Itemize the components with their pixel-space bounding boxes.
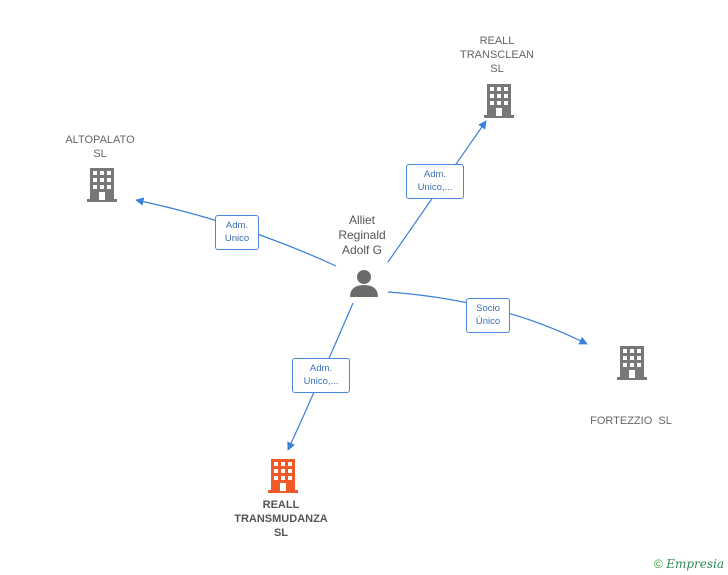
edge-label-transmudanza: Adm. Unico,... xyxy=(292,358,350,393)
person-name-line: Reginald xyxy=(338,228,386,242)
company-name-line: TRANSCLEAN xyxy=(460,49,534,61)
person-name-line: Adolf G xyxy=(341,243,383,257)
footer-brand[interactable]: © Empresia xyxy=(654,557,724,571)
company-name-line: ALTOPALATO xyxy=(65,134,135,146)
company-name-line: REALL xyxy=(479,35,515,47)
company-name-line: FORTEZZIO SL xyxy=(590,415,672,427)
company-name-line: SL xyxy=(273,527,289,539)
company-name-line: REALL xyxy=(262,499,300,511)
company-label-altopalato[interactable]: ALTOPALATO SL xyxy=(50,133,150,161)
person-label[interactable]: Alliet Reginald Adolf G xyxy=(322,213,402,258)
company-name-line: SL xyxy=(490,63,504,75)
company-label-fortezzio[interactable]: FORTEZZIO SL xyxy=(572,386,690,442)
company-name-line: TRANSMUDANZA xyxy=(234,513,328,525)
company-label-reall-transclean[interactable]: REALL TRANSCLEAN SL xyxy=(447,34,547,76)
copyright-symbol: © xyxy=(654,557,663,571)
person-name-line: Alliet xyxy=(348,213,375,227)
company-name-line: SL xyxy=(93,148,107,160)
edge-label-fortezzio: Socio Único xyxy=(466,298,510,333)
building-icon[interactable] xyxy=(617,346,647,380)
building-icon[interactable] xyxy=(87,168,117,202)
building-icon[interactable] xyxy=(484,84,514,118)
brand-logo: Empresia xyxy=(666,557,724,571)
edge-label-transclean: Adm. Unico,... xyxy=(406,164,464,199)
company-label-reall-transmudanza[interactable]: REALL TRANSMUDANZA SL xyxy=(213,498,349,540)
person-icon[interactable] xyxy=(349,268,379,298)
edge-label-altopalato: Adm. Unico xyxy=(215,215,259,250)
building-icon[interactable] xyxy=(268,459,298,493)
